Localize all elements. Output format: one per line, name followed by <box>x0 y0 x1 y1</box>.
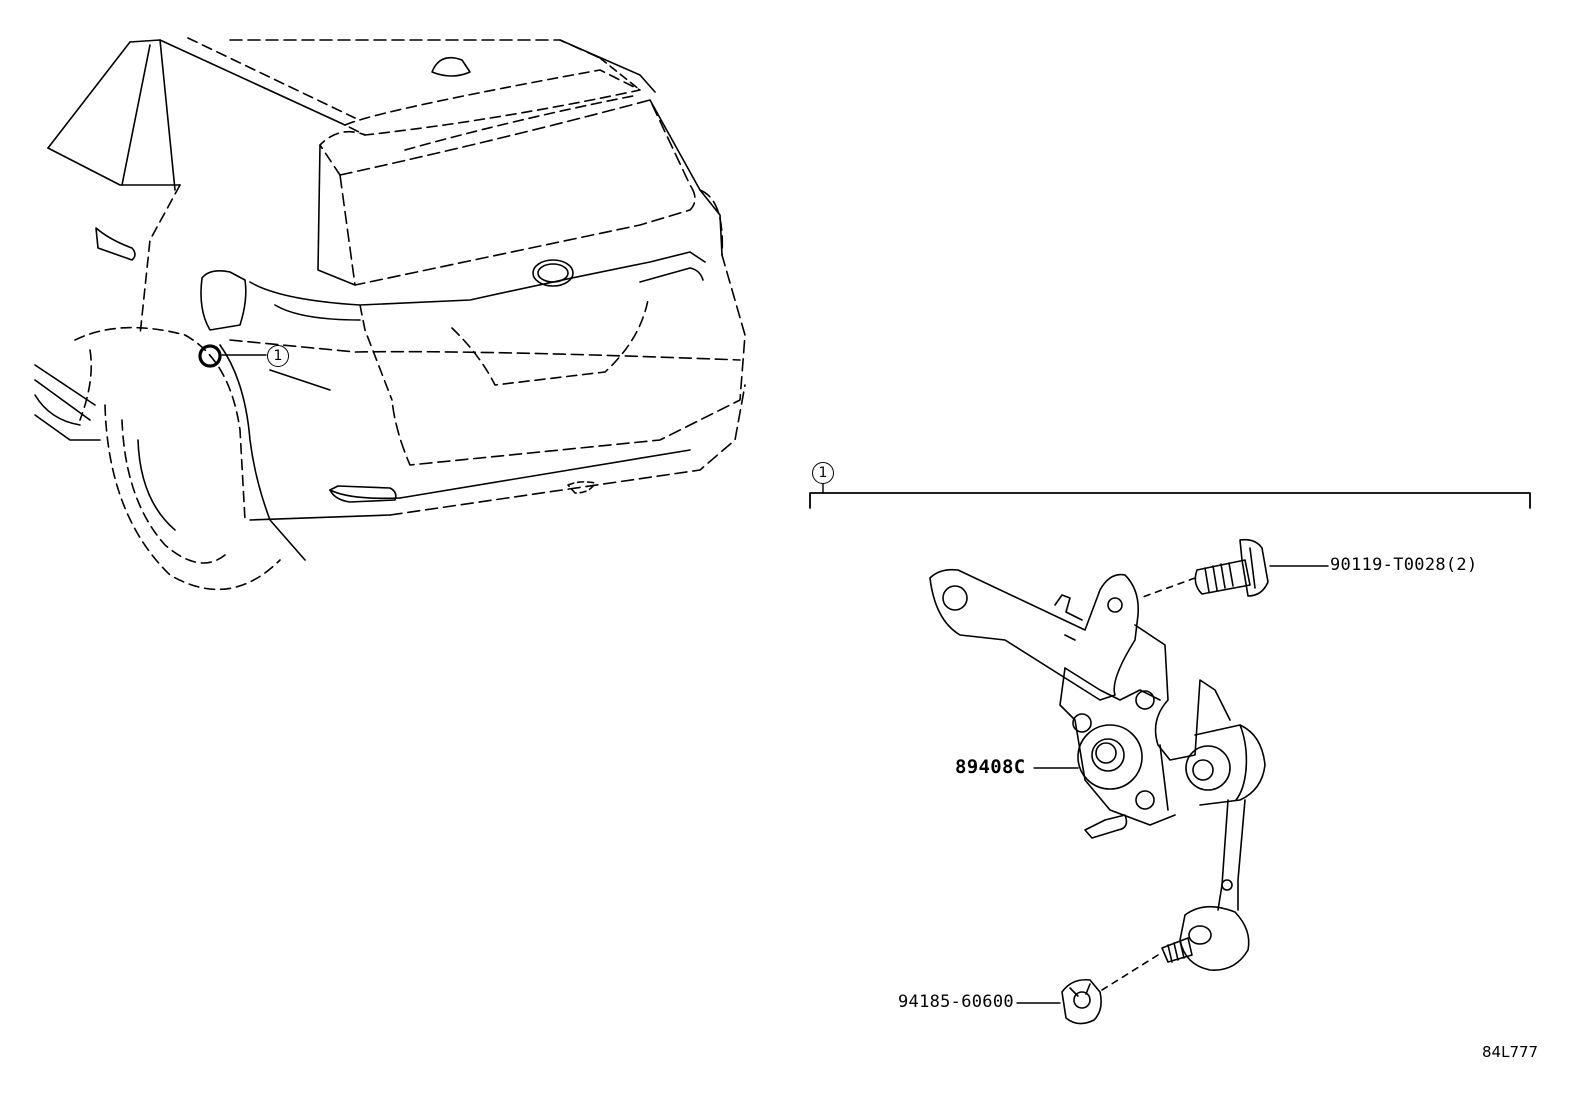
vehicle-callout: 1 <box>267 345 289 367</box>
bolt-part-number: 90119-T0028(2) <box>1330 555 1478 575</box>
sensor-housing <box>1059 624 1266 839</box>
sensor-part-number: 89408C <box>955 756 1026 778</box>
link-rod <box>1161 799 1250 971</box>
bracket-plate <box>929 568 1140 701</box>
nut-part-number: 94185-60600 <box>898 992 1014 1012</box>
nut-part <box>1061 978 1102 1025</box>
vehicle-outline <box>34 37 746 591</box>
diagram-code: 84L777 <box>1482 1043 1539 1061</box>
sensor-location-marker <box>198 344 222 368</box>
bolt-part <box>1194 538 1269 597</box>
assembly-callout: 1 <box>812 462 834 484</box>
